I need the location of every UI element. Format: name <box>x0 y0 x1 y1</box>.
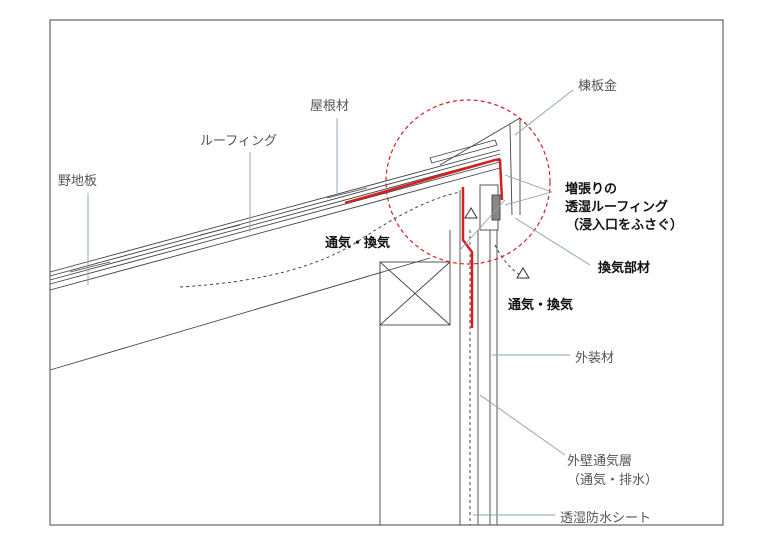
detail-circle <box>385 99 551 265</box>
label-munaitakin: 棟板金 <box>578 79 618 94</box>
label-ventilation-roof: 通気・換気 <box>325 236 391 251</box>
label-wall-air-layer-2: （通気・排水） <box>567 473 659 488</box>
leader-lines <box>87 89 591 516</box>
label-yanezai: 屋根材 <box>310 99 350 114</box>
arrow-up-icon <box>464 207 478 219</box>
label-extra-roofing-3: （浸入口をふさぐ） <box>566 218 684 233</box>
frame <box>49 19 724 526</box>
label-wall-air-layer-1: 外壁通気層 <box>567 454 633 469</box>
label-ventilation-part: 換気部材 <box>598 261 651 276</box>
roof-layers <box>49 117 521 371</box>
label-extra-roofing-2: 透湿ルーフィング <box>565 200 668 215</box>
label-extra-roofing-1: 増張りの <box>565 182 618 197</box>
label-ventilation-wall: 通気・換気 <box>508 298 574 313</box>
label-gaisouzai: 外装材 <box>575 351 615 366</box>
extra-roofing-red <box>344 158 504 328</box>
label-moisture-sheet: 透湿防水シート <box>560 511 652 526</box>
label-nojiita: 野地板 <box>58 174 98 189</box>
wall-structure <box>379 184 501 525</box>
airflow-paths <box>179 191 521 525</box>
label-roofing: ルーフィング <box>200 134 277 149</box>
arrow-up-icon <box>516 267 530 279</box>
